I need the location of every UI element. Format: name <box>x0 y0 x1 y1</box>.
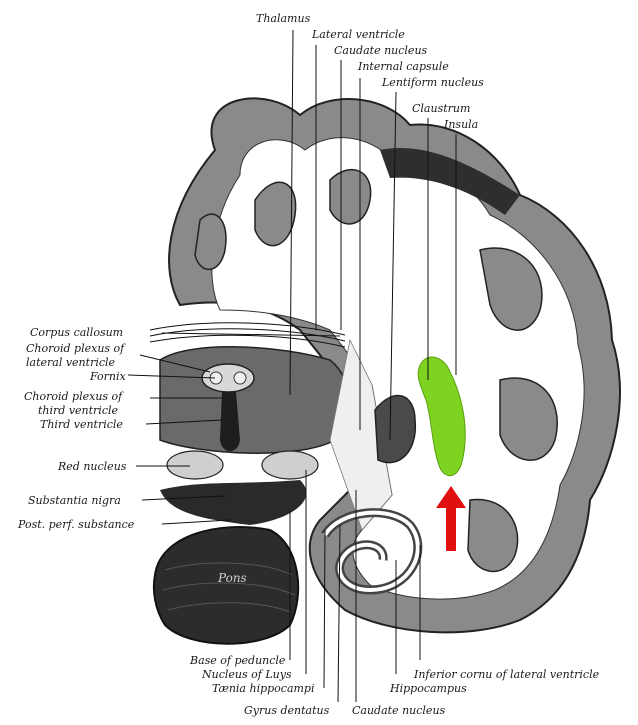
red-arrow <box>436 486 466 551</box>
label-insula: Insula <box>443 118 478 131</box>
cerebral-cortex <box>168 97 621 634</box>
label-hippocampus: Hippocampus <box>389 682 467 695</box>
label-choroid-plexus-third-2: third ventricle <box>38 404 119 417</box>
labels: Thalamus Lateral ventricle Caudate nucle… <box>17 12 600 717</box>
label-third-ventricle: Third ventricle <box>40 418 123 431</box>
label-claustrum: Claustrum <box>412 102 470 115</box>
midbrain-structures <box>160 450 319 525</box>
label-caudate-nucleus-bottom: Caudate nucleus <box>352 704 446 717</box>
pons: Pons <box>152 526 300 645</box>
label-inferior-cornu: Inferior cornu of lateral ventricle <box>413 668 600 681</box>
third-ventricle <box>220 392 240 452</box>
leader-lines <box>127 29 457 703</box>
dark-tissue-band <box>380 148 520 215</box>
label-substantia-nigra: Substantia nigra <box>28 494 121 507</box>
label-lateral-ventricle: Lateral ventricle <box>311 28 405 41</box>
label-caudate-nucleus-top: Caudate nucleus <box>334 44 428 57</box>
label-internal-capsule: Internal capsule <box>357 60 449 73</box>
label-corpus-callosum: Corpus callosum <box>30 326 123 339</box>
corpus-callosum <box>149 322 346 348</box>
label-red-nucleus: Red nucleus <box>57 460 127 473</box>
label-lentiform-nucleus: Lentiform nucleus <box>381 76 484 89</box>
label-choroid-plexus-lateral-2: lateral ventricle <box>26 356 116 369</box>
label-fornix: Fornix <box>89 370 127 383</box>
label-post-perf-substance: Post. perf. substance <box>17 518 135 531</box>
label-gyrus-dentatus: Gyrus dentatus <box>244 704 330 717</box>
label-nucleus-of-luys: Nucleus of Luys <box>201 668 292 681</box>
thalamus-region <box>159 346 351 454</box>
label-choroid-plexus-lateral-1: Choroid plexus of <box>26 342 126 355</box>
claustrum-highlight <box>417 356 466 477</box>
label-choroid-plexus-third-1: Choroid plexus of <box>24 390 124 403</box>
label-base-of-peduncle: Base of peduncle <box>189 654 286 667</box>
lentiform-nucleus <box>374 394 417 464</box>
label-thalamus: Thalamus <box>256 12 311 25</box>
label-taenia-hippocampi: Tænia hippocampi <box>212 682 315 695</box>
pons-label: Pons <box>217 571 247 585</box>
